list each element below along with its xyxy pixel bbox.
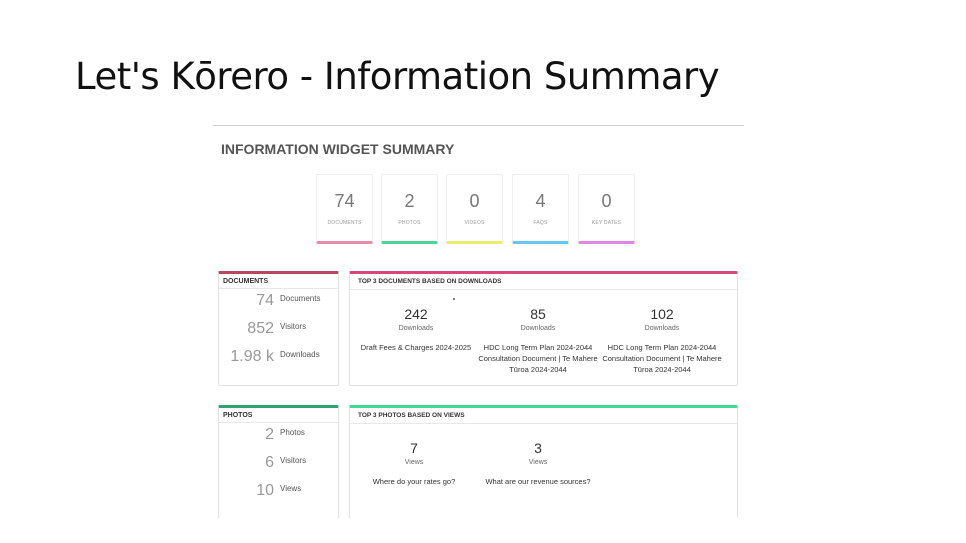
photos-views: 10 xyxy=(256,482,274,499)
photos-row: 10 Views xyxy=(219,479,338,507)
documents-downloads: 1.98 k xyxy=(230,348,274,365)
photos-visitors: 6 xyxy=(265,454,274,471)
photos-count: 2 xyxy=(265,426,274,443)
stat-label: DOCUMENTS xyxy=(327,220,362,226)
stat-value: 4 xyxy=(535,191,546,211)
top-document-unit: Downloads xyxy=(398,325,434,332)
documents-row: 852 Visitors xyxy=(219,317,338,345)
top-photo-unit: Views xyxy=(404,459,424,466)
top-document-downloads: 242 xyxy=(404,306,428,322)
stat-value: 74 xyxy=(334,191,355,211)
widget-heading: INFORMATION WIDGET SUMMARY xyxy=(221,141,455,157)
photos-count-label: Photos xyxy=(280,428,305,437)
stat-label: VIDEOS xyxy=(464,220,485,226)
documents-visitors-label: Visitors xyxy=(280,322,307,331)
stat-value: 0 xyxy=(601,191,612,211)
photos-summary-box: PHOTOS 2 Photos 6 Visitors 10 Views xyxy=(218,405,339,518)
slide-title: Let's Kōrero - Information Summary xyxy=(75,55,720,98)
top-documents-box: TOP 3 DOCUMENTS BASED ON DOWNLOADS 242 D… xyxy=(349,271,738,386)
top-document-unit: Downloads xyxy=(644,325,680,332)
top-photo-unit: Views xyxy=(528,459,548,466)
top-photo-views: 7 xyxy=(410,440,418,456)
stat-card-faqs[interactable]: 4 FAQS xyxy=(512,174,569,244)
stat-value: 0 xyxy=(469,191,480,211)
top-photo-item[interactable]: 3 Views What are our revenue sources? xyxy=(478,440,598,487)
top-document-name[interactable]: Draft Fees & Charges 2024-2025 xyxy=(360,343,472,352)
stat-label: PHOTOS xyxy=(398,220,421,226)
photos-views-label: Views xyxy=(280,484,302,493)
stat-card-documents[interactable]: 74 DOCUMENTS xyxy=(316,174,373,244)
stat-label: KEY DATES xyxy=(591,220,622,226)
photos-visitors-label: Visitors xyxy=(280,456,307,465)
documents-downloads-label: Downloads xyxy=(280,350,320,359)
top-photos-heading: TOP 3 PHOTOS BASED ON VIEWS xyxy=(350,408,737,424)
photos-row: 6 Visitors xyxy=(219,451,338,479)
information-widget-panel: INFORMATION WIDGET SUMMARY 74 DOCUMENTS … xyxy=(213,125,744,518)
top-documents-heading: TOP 3 DOCUMENTS BASED ON DOWNLOADS xyxy=(350,274,737,290)
documents-visitors: 852 xyxy=(247,320,274,337)
documents-count-label: Documents xyxy=(280,294,321,303)
documents-summary-box: DOCUMENTS 74 Documents 852 Visitors 1.98… xyxy=(218,271,339,386)
top-document-name[interactable]: HDC Long Term Plan 2024-2044 Consultatio… xyxy=(602,343,722,374)
top-document-unit: Downloads xyxy=(520,325,556,332)
documents-row: 1.98 k Downloads xyxy=(219,345,338,373)
top-document-downloads: 102 xyxy=(650,306,674,322)
top-photo-name[interactable]: What are our revenue sources? xyxy=(485,477,591,486)
top-photos-box: TOP 3 PHOTOS BASED ON VIEWS 7 Views Wher… xyxy=(349,405,738,518)
stat-card-key-dates[interactable]: 0 KEY DATES xyxy=(578,174,635,244)
top-document-item[interactable]: 102 Downloads HDC Long Term Plan 2024-20… xyxy=(602,306,722,375)
documents-heading: DOCUMENTS xyxy=(219,274,338,289)
top-document-downloads: 85 xyxy=(530,306,546,322)
top-document-name[interactable]: HDC Long Term Plan 2024-2044 Consultatio… xyxy=(478,343,598,374)
stat-label: FAQS xyxy=(533,220,548,226)
documents-row: 74 Documents xyxy=(219,289,338,317)
top-photo-item[interactable]: 7 Views Where do your rates go? xyxy=(354,440,474,487)
dot-marker xyxy=(453,298,455,300)
top-document-item[interactable]: 85 Downloads HDC Long Term Plan 2024-204… xyxy=(478,306,598,375)
photos-row: 2 Photos xyxy=(219,423,338,451)
stat-card-videos[interactable]: 0 VIDEOS xyxy=(446,174,503,244)
top-document-item[interactable]: 242 Downloads Draft Fees & Charges 2024-… xyxy=(356,306,476,353)
photos-heading: PHOTOS xyxy=(219,408,338,423)
top-photo-views: 3 xyxy=(534,440,542,456)
documents-count: 74 xyxy=(256,292,274,309)
top-photo-name[interactable]: Where do your rates go? xyxy=(372,477,456,486)
stat-card-photos[interactable]: 2 PHOTOS xyxy=(381,174,438,244)
stat-value: 2 xyxy=(404,191,415,211)
